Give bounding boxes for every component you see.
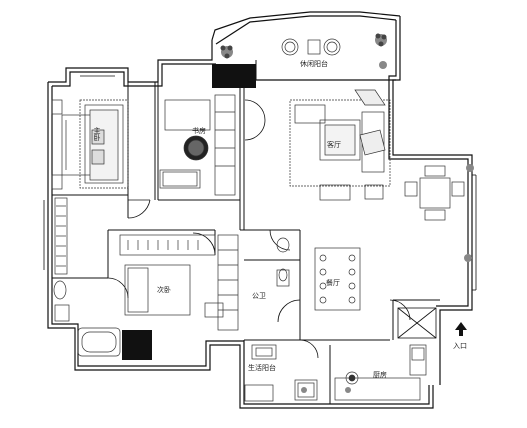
plants (220, 33, 474, 393)
bay-table (404, 165, 465, 221)
room-label-dining-room: 餐厅 (326, 279, 340, 287)
room-label-service-balcony: 生活阳台 (248, 364, 276, 372)
master-wardrobe (54, 197, 68, 275)
living-room-furniture (289, 89, 391, 201)
structural-columns (122, 64, 256, 360)
entrance-label: 入口 (453, 342, 467, 350)
room-label-kitchen: 厨房 (373, 371, 387, 379)
second-bedroom-furniture (119, 234, 239, 331)
outer-walls (47, 11, 473, 409)
room-label-study: 书房 (192, 127, 206, 135)
dining-table (314, 247, 361, 311)
kitchen-stair-box (397, 307, 437, 339)
public-bath-fixtures (276, 237, 290, 287)
kitchen-fixtures (334, 344, 427, 401)
master-bed (51, 99, 129, 190)
room-label-second-bedroom: 次卧 (157, 286, 171, 294)
room-label-leisure-balcony: 休闲阳台 (300, 60, 328, 68)
windows (43, 59, 477, 291)
study-furniture (159, 94, 236, 196)
room-label-master-bedroom: 主卧 (93, 127, 101, 141)
master-bath-fixtures (53, 280, 121, 357)
entrance-arrow-icon (455, 322, 467, 336)
service-balcony-fixtures (244, 344, 318, 402)
room-label-living-room: 客厅 (327, 141, 341, 149)
room-label-public-bath: 公卫 (252, 292, 266, 300)
balcony-chairs (281, 38, 341, 56)
